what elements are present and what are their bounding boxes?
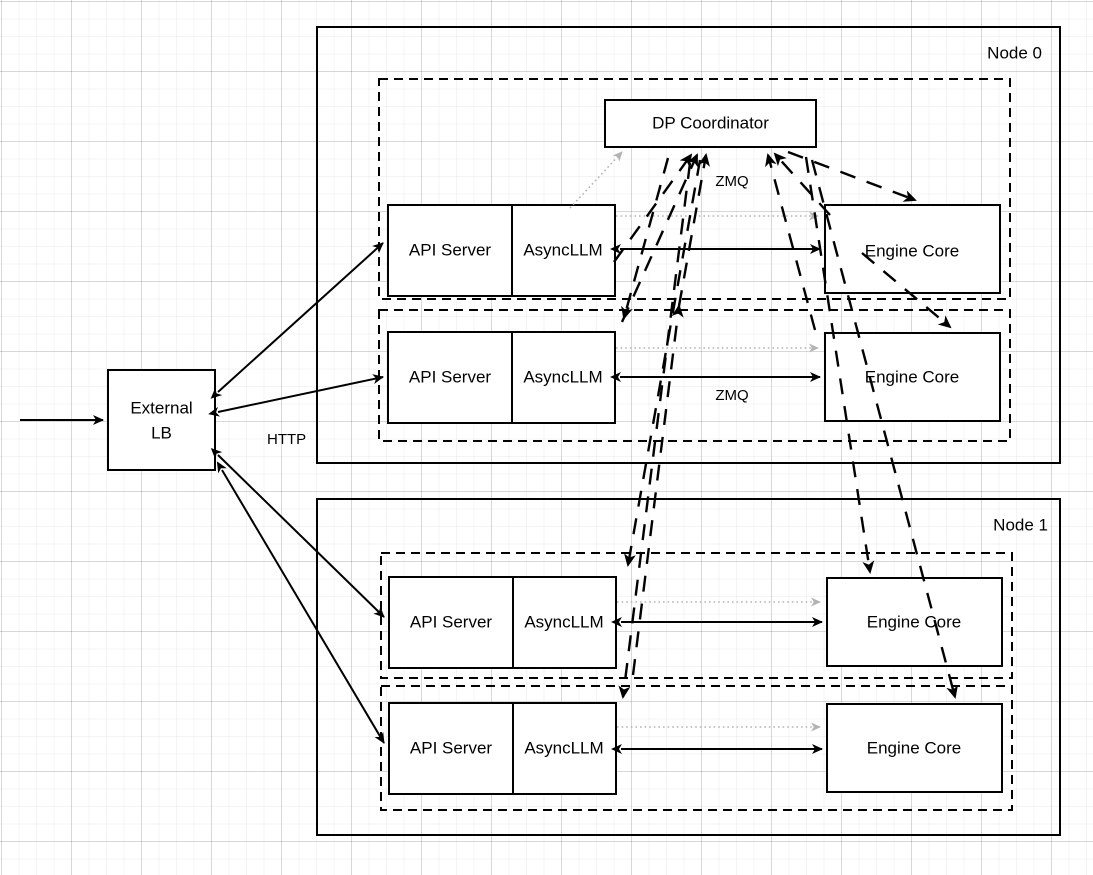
dp-link-node0-rank1-asyncllm <box>620 153 699 323</box>
dp-fanout-node1-rank1-enginecore <box>810 159 958 699</box>
node1-rank1-apiserver-label: API Server <box>410 738 493 757</box>
node0-rank0-enginecore-label: Engine Core <box>865 241 960 260</box>
node0-rank1-enginecore-label: Engine Core <box>865 367 960 386</box>
node1-rank1-asyncllm-label: AsyncLLM <box>524 738 603 757</box>
dp-fanout-node0-rank0-enginecore <box>787 150 917 202</box>
dp-coordinator-label: DP Coordinator <box>652 113 769 132</box>
node0-rank1-apiserver-label: API Server <box>409 367 492 386</box>
http-link-lb-node1-rank1 <box>216 461 385 744</box>
zmq-label-node0-rank1: ZMQ <box>715 387 748 404</box>
node0-rank0-apiserver-label: API Server <box>409 240 492 259</box>
dp-link-node1-rank0-asyncllm-upper <box>677 153 710 307</box>
node1-rank0-apiserver-label: API Server <box>410 612 493 631</box>
external-lb-label-line2: LB <box>151 423 172 442</box>
node0-rank0-asyncllm-label: AsyncLLM <box>523 240 602 259</box>
node0-rank1-enginecore-box[interactable] <box>824 332 1001 422</box>
node1-label: Node 1 <box>993 515 1048 534</box>
dp-coordinator-box[interactable] <box>604 99 817 148</box>
http-edge-label: HTTP <box>267 431 306 448</box>
node0-rank1-apiserver-box[interactable] <box>387 331 616 424</box>
zmq-label-node0-rank0: ZMQ <box>715 173 748 190</box>
node0-rank0-group <box>378 78 1011 300</box>
http-link-lb-node0-rank1 <box>208 374 384 417</box>
node1-rank0-asyncllm-label: AsyncLLM <box>524 612 603 631</box>
external-lb-box[interactable] <box>107 369 216 471</box>
node0-rank0-enginecore-box[interactable] <box>824 204 1001 294</box>
http-link-lb-node0-rank0 <box>210 242 384 399</box>
dp-link-node1-rank0-asyncllm <box>631 304 684 676</box>
node1-rank0-enginecore-label: Engine Core <box>867 612 962 631</box>
dp-fanout-node0-rank1-enginecore <box>861 252 952 329</box>
dp-link-node0-rank1-enginecore <box>765 153 817 331</box>
node1-rank1-group <box>380 685 1013 811</box>
dotted-link-asyncllm-coordinator <box>569 151 623 209</box>
external-lb-label-line1: External <box>130 398 192 417</box>
node1-rank0-apiserver-box[interactable] <box>388 576 617 669</box>
dp-fanout-node1-rank0-enginecore <box>804 156 875 574</box>
node1-rank0-group <box>380 552 1013 679</box>
dp-fanout-node1-rank1-asyncllm <box>618 162 692 699</box>
node1-rank1-enginecore-label: Engine Core <box>867 738 962 757</box>
node1-rank0-enginecore-box[interactable] <box>826 577 1003 667</box>
dp-link-node0-rank0-enginecore <box>773 152 831 216</box>
node1-rank1-enginecore-box[interactable] <box>826 703 1003 793</box>
http-link-lb-node1-rank0 <box>210 448 385 618</box>
node0-rank1-asyncllm-label: AsyncLLM <box>523 367 602 386</box>
node1-rank1-apiserver-box[interactable] <box>388 702 617 795</box>
node0-label: Node 0 <box>987 43 1042 62</box>
dp-link-node0-rank0-asyncllm <box>613 153 693 263</box>
